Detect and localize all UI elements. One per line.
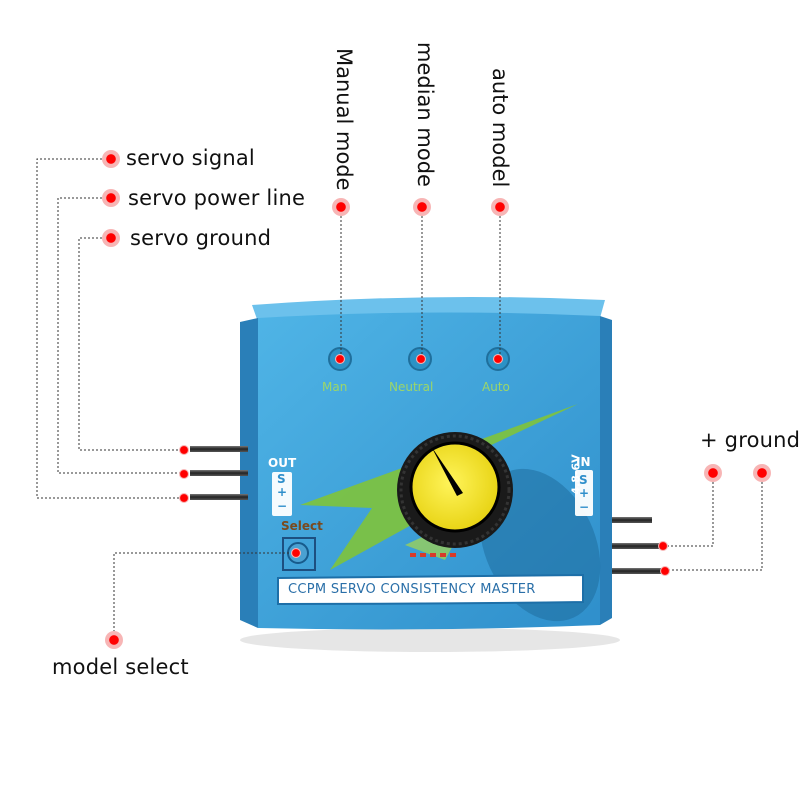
leader-model-select xyxy=(113,552,296,640)
led-marker-auto xyxy=(493,354,503,364)
board-left-side xyxy=(240,318,258,628)
label-servo-power-line: servo power line xyxy=(128,186,306,210)
knob-pointer xyxy=(431,446,463,496)
label-plus-ground: + ground xyxy=(700,428,800,452)
marker-auto-model xyxy=(491,198,509,216)
marker-servo-signal xyxy=(102,150,120,168)
board-right-side xyxy=(600,316,612,625)
out-label: OUT xyxy=(268,456,297,470)
pin-marker-signal xyxy=(179,445,189,455)
voltage-label: 4.8-6V xyxy=(569,454,583,495)
out-pin-minus-label: − xyxy=(277,499,288,513)
pin-marker-power xyxy=(179,469,189,479)
in-pin-minus-label: − xyxy=(579,500,590,514)
led-label-neutral: Neutral xyxy=(389,380,434,394)
marker-plus xyxy=(704,464,722,482)
select-marker xyxy=(291,548,301,558)
label-manual-mode: Manual mode xyxy=(332,48,356,191)
banner-text: CCPM SERVO CONSISTENCY MASTER xyxy=(288,582,536,597)
in-pin-3 xyxy=(612,568,668,574)
label-servo-ground: servo ground xyxy=(130,226,272,250)
in-label: IN xyxy=(576,455,591,469)
marker-servo-power xyxy=(102,189,120,207)
pin-marker-in-plus xyxy=(658,541,668,551)
led-label-man: Man xyxy=(322,380,348,394)
in-pin-s-label: S xyxy=(579,473,588,487)
leader-servo-ground xyxy=(78,237,184,451)
led-label-auto: Auto xyxy=(482,380,510,394)
marker-ground xyxy=(753,464,771,482)
board-shadow xyxy=(240,628,620,652)
select-label: Select xyxy=(281,519,323,533)
leader-ground xyxy=(667,482,763,571)
leader-lines xyxy=(36,158,763,640)
marker-servo-ground xyxy=(102,229,120,247)
scale-marks xyxy=(410,553,456,557)
marker-median-mode xyxy=(413,198,431,216)
label-model-select: model select xyxy=(52,655,189,679)
out-pin-box xyxy=(272,472,292,516)
led-marker-neutral xyxy=(416,354,426,364)
leader-plus xyxy=(663,482,714,547)
marker-manual-mode xyxy=(332,198,350,216)
pin-marker-in-ground xyxy=(660,566,670,576)
in-pin-box xyxy=(575,470,593,516)
out-pin-s-label: S xyxy=(277,472,286,486)
label-median-mode: median mode xyxy=(413,42,437,187)
leader-servo-signal xyxy=(36,158,184,499)
label-servo-signal: servo signal xyxy=(126,146,255,170)
marker-model-select xyxy=(105,631,123,649)
knob-ring xyxy=(399,434,511,546)
label-auto-model: auto model xyxy=(488,68,512,188)
leader-servo-power xyxy=(57,197,184,474)
out-pin-ground xyxy=(190,494,248,500)
out-pin-plus-label: + xyxy=(277,485,288,499)
in-pin-1 xyxy=(612,517,652,523)
out-pin-power xyxy=(190,470,248,476)
out-pin-signal xyxy=(190,446,248,452)
select-button-frame xyxy=(282,537,316,571)
banner-box xyxy=(277,573,584,606)
pin-marker-ground xyxy=(179,493,189,503)
led-marker-man xyxy=(335,354,345,364)
in-pin-plus-label: + xyxy=(579,486,590,500)
in-pin-2 xyxy=(612,543,664,549)
